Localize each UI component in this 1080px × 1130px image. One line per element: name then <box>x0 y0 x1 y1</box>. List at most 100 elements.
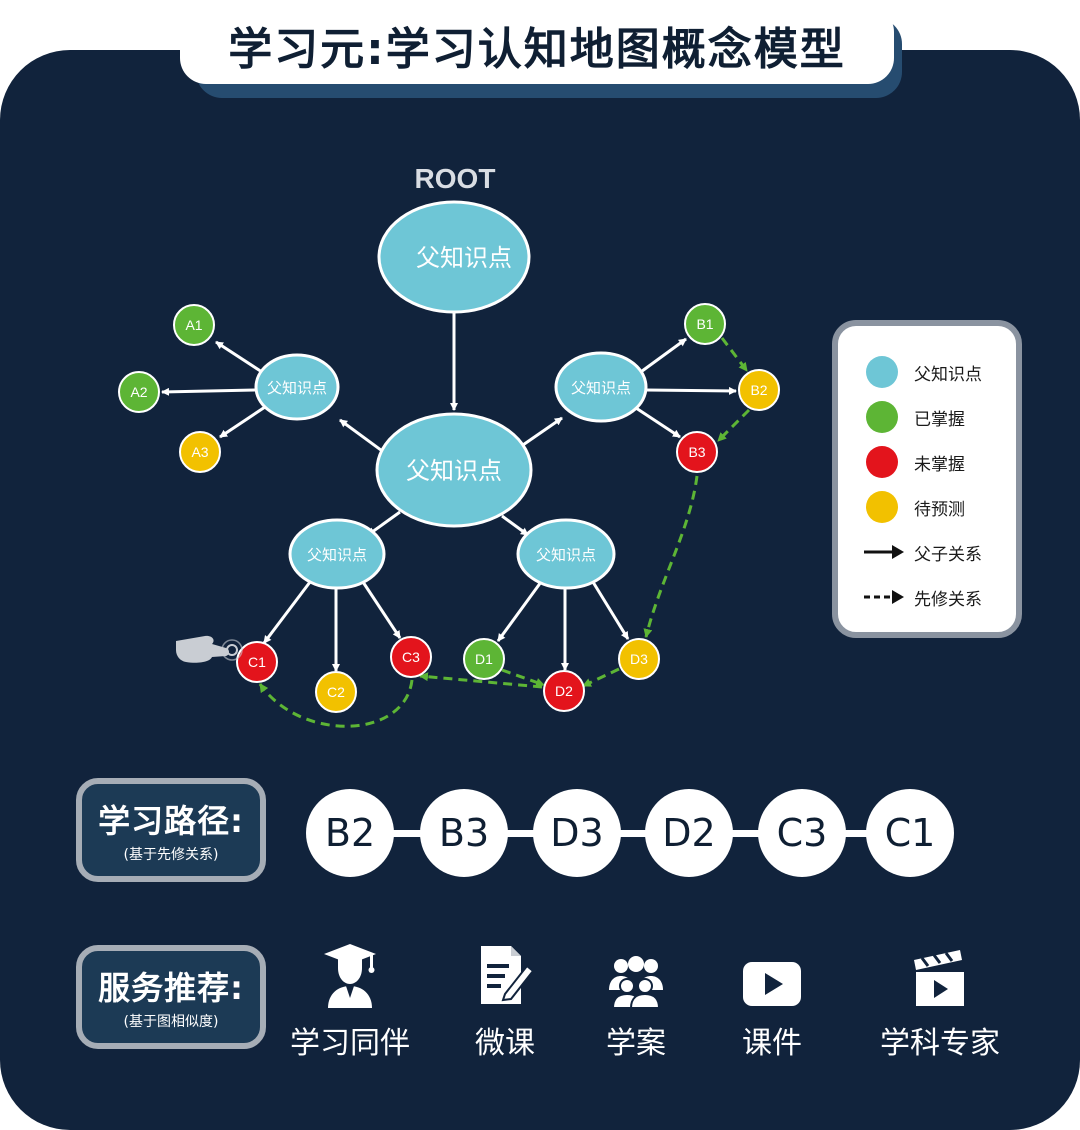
legend-label-to-predict: 待预测 <box>914 499 965 520</box>
root-label: ROOT <box>415 163 496 194</box>
edge-pa-a1 <box>215 340 263 374</box>
graduate-icon <box>324 944 376 1008</box>
node-b3-label: B3 <box>688 444 705 460</box>
learning-path-sub: (基于先修关系) <box>123 847 219 863</box>
node-c1[interactable] <box>236 641 278 683</box>
service-micro-course[interactable]: 微课 <box>450 940 560 1062</box>
page-title: 学习元:学习认知地图概念模型 <box>180 6 894 84</box>
edge-prereq-b1-b2 <box>720 337 749 372</box>
legend-dot-mastered <box>866 401 898 433</box>
parent-node-b-label: 父知识点 <box>571 380 631 397</box>
legend-item-prerequisite: 先修关系 <box>862 579 982 615</box>
service-subject-expert-label: 学科专家 <box>880 1026 1000 1061</box>
node-b2-label: B2 <box>750 382 767 398</box>
service-label: 服务推荐: <box>98 969 244 1007</box>
root-parent-label: 父知识点 <box>416 245 512 272</box>
edge-prereq-b2-b3 <box>716 408 751 443</box>
edge-pb-b2 <box>645 386 737 395</box>
node-b3[interactable] <box>676 431 718 473</box>
legend-item-to-predict: 待预测 <box>866 489 965 525</box>
path-step-2[interactable]: B3 <box>420 789 508 877</box>
edge-center-pa <box>339 418 386 455</box>
service-courseware-label: 课件 <box>742 1026 802 1061</box>
edge-prereq-d2-c3 <box>419 672 543 689</box>
edge-pc-c3 <box>361 581 402 639</box>
edge-pc-c1 <box>262 581 312 644</box>
node-c3-label: C3 <box>402 649 420 665</box>
legend-item-parent-child: 父子关系 <box>862 534 982 570</box>
learning-path-line <box>340 830 920 837</box>
center-parent-label: 父知识点 <box>406 458 502 485</box>
parent-node-c[interactable] <box>288 518 386 590</box>
edge-center-pd <box>501 514 529 537</box>
edge-pd-d3 <box>591 581 630 640</box>
node-d2-label: D2 <box>555 683 573 699</box>
path-step-3[interactable]: D3 <box>533 789 621 877</box>
node-b1-label: B1 <box>696 316 713 332</box>
node-c2-label: C2 <box>327 684 345 700</box>
pointing-hand-icon <box>176 635 243 663</box>
root-parent-node[interactable] <box>377 200 531 314</box>
node-a1[interactable] <box>173 304 215 346</box>
learning-path-label: 学习路径: <box>98 802 244 840</box>
node-a2-label: A2 <box>130 384 147 400</box>
legend-label-not-mastered: 未掌握 <box>914 454 965 475</box>
parent-node-a[interactable] <box>254 353 340 421</box>
service-study-plan-label: 学案 <box>606 1026 666 1061</box>
legend-item-mastered: 已掌握 <box>866 399 965 435</box>
legend: 父知识点 已掌握 未掌握 待预测 父子关系 先修关系 <box>832 320 1022 638</box>
service-subject-expert[interactable]: 学科专家 <box>870 940 1010 1062</box>
legend-dot-parent <box>866 356 898 388</box>
node-d3[interactable] <box>618 638 660 680</box>
parent-node-d-label: 父知识点 <box>536 547 596 564</box>
parent-node-c-label: 父知识点 <box>307 547 367 564</box>
parent-node-a-label: 父知识点 <box>267 380 327 397</box>
parent-node-b[interactable] <box>554 351 648 423</box>
path-step-1[interactable]: B2 <box>306 789 394 877</box>
path-step-4[interactable]: D2 <box>645 789 733 877</box>
service-sub: (基于图相似度) <box>123 1014 219 1030</box>
legend-dot-not-mastered <box>866 446 898 478</box>
path-step-6[interactable]: C1 <box>866 789 954 877</box>
edge-prereq-b3-d3 <box>643 475 699 638</box>
node-a3-label: A3 <box>191 444 208 460</box>
service-label-box: 服务推荐: (基于图相似度) <box>76 945 266 1049</box>
document-edit-icon <box>481 946 535 1004</box>
node-a2[interactable] <box>118 371 160 413</box>
edge-pb-b3 <box>635 406 681 439</box>
dashed-arrow-icon <box>864 590 904 604</box>
center-parent-node[interactable] <box>375 412 533 528</box>
learning-path: B2 B3 D3 D2 C3 C1 <box>300 785 960 881</box>
legend-label-parent-child: 父子关系 <box>914 544 982 565</box>
edge-pa-a2 <box>161 387 257 396</box>
node-d1[interactable] <box>463 638 505 680</box>
legend-item-not-mastered: 未掌握 <box>866 444 965 480</box>
node-d2[interactable] <box>543 670 585 712</box>
legend-label-parent: 父知识点 <box>914 364 982 385</box>
node-a3[interactable] <box>179 431 221 473</box>
service-micro-course-label: 微课 <box>475 1026 535 1061</box>
node-d1-label: D1 <box>475 651 493 667</box>
solid-arrow-icon <box>864 545 904 559</box>
node-c2[interactable] <box>315 671 357 713</box>
legend-label-prerequisite: 先修关系 <box>914 589 982 610</box>
legend-dot-to-predict <box>866 491 898 523</box>
node-b2[interactable] <box>738 369 780 411</box>
group-icon <box>609 956 663 1008</box>
edge-pd-d1 <box>496 581 543 642</box>
service-study-plan[interactable]: 学案 <box>586 940 686 1062</box>
node-b1[interactable] <box>684 303 726 345</box>
legend-item-parent: 父知识点 <box>866 354 982 390</box>
parent-node-d[interactable] <box>516 518 616 590</box>
node-a1-label: A1 <box>185 317 202 333</box>
edge-prereq-c3-c1 <box>258 679 414 728</box>
edge-pb-b1 <box>637 337 687 376</box>
path-step-5[interactable]: C3 <box>758 789 846 877</box>
service-learning-partner-label: 学习同伴 <box>290 1026 410 1061</box>
service-courseware[interactable]: 课件 <box>722 940 822 1062</box>
node-c3[interactable] <box>390 636 432 678</box>
video-play-icon <box>743 962 801 1006</box>
edge-prereq-d3-d2 <box>582 667 620 688</box>
service-learning-partner[interactable]: 学习同伴 <box>285 940 415 1062</box>
edge-pa-a3 <box>219 405 266 439</box>
